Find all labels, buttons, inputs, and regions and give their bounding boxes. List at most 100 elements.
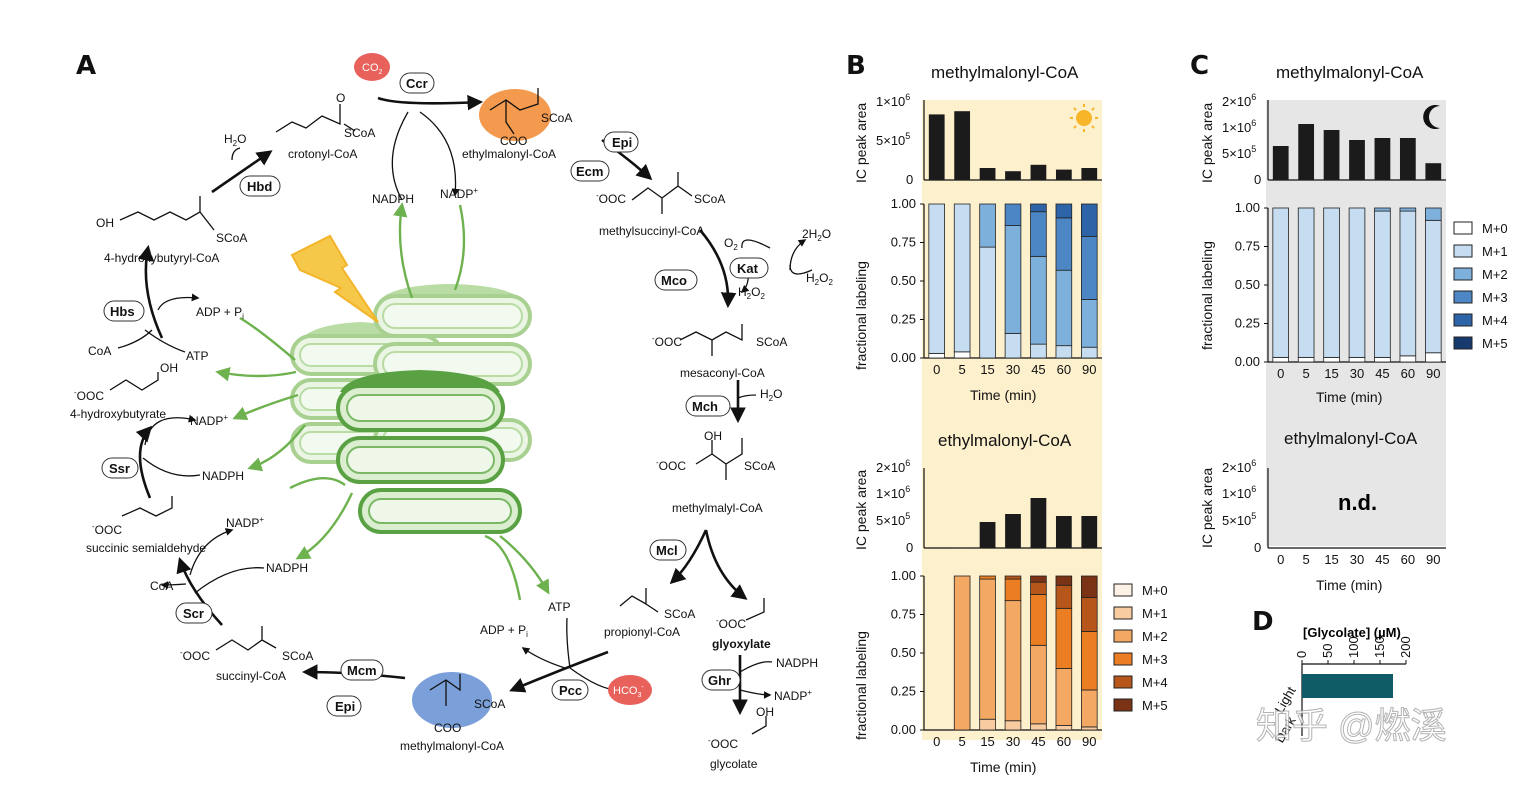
c-mm-fl-seg-15-M+0 [1323,356,1340,363]
c-ethylmalonyl-title: ethylmalonyl-CoA [1284,429,1418,448]
svg-text:ADP + Pi: ADP + Pi [196,305,244,321]
c-mm-fl-seg-45-M+2 [1374,207,1391,212]
b-em-fl-seg-30-M+1 [1004,720,1022,731]
enzyme-epi-top: Epi [612,135,632,150]
svg-text:OH: OH [96,216,114,230]
d-tick-label: 100 [1346,636,1361,658]
b-mm-fl-seg-5-M+0 [953,351,971,359]
co2-badge: CO2 [354,53,390,81]
svg-text:SCoA: SCoA [282,649,313,663]
panel-label-a: A [76,51,96,81]
c-mm-fl-xtick-label: 45 [1375,366,1389,381]
svg-text:NADP+: NADP+ [774,688,812,703]
label-methylmalyl: methylmalyl-CoA [672,501,763,515]
legend-blue-label-M+1: M+1 [1482,244,1508,259]
b-em-fl-seg-45-M+1 [1030,723,1047,731]
svg-text:-OOC: -OOC [74,388,104,403]
label-propionyl: propionyl-CoA [604,625,680,639]
label-succinic-semialdehyde: succinic semialdehyde [86,541,206,555]
svg-text:O2: O2 [724,236,738,252]
svg-text:SCoA: SCoA [694,192,725,206]
b-mm-fl-xtick-label: 5 [959,362,966,377]
legend-blue-label-M+3: M+3 [1482,290,1508,305]
ethylmalonyl-highlight [479,89,551,141]
enzyme-mch: Mch [692,399,718,414]
legend-orange-label-M+1: M+1 [1142,606,1168,621]
c-mm-fl-seg-90-M+0 [1425,352,1442,363]
enzyme-ccr: Ccr [406,76,428,91]
b-em-fl-seg-90-M+2 [1081,689,1098,728]
enzyme-kat: Kat [737,261,759,276]
svg-text:2×106: 2×106 [1222,458,1256,475]
thylakoid-stack [290,284,532,534]
svg-text:H2O2: H2O2 [738,285,765,301]
svg-text:ADP + Pi: ADP + Pi [480,623,528,639]
svg-text:NADP+: NADP+ [190,413,228,428]
b-mm-ic-bar-15 [979,168,996,180]
c-mm-fl-xtick-label: 15 [1324,366,1338,381]
b-em-fl-seg-45-M+3 [1030,594,1047,646]
b-mm-fl-ytick-label: 0.75 [891,235,916,250]
enzyme-mco: Mco [661,273,687,288]
c-em-ic-xtick-label: 60 [1401,552,1415,567]
svg-text:O: O [336,91,345,105]
d-bar-light [1302,674,1393,698]
c-mm-fl-seg-90-M+1 [1425,219,1442,354]
label-4-hydroxybutyrate: 4-hydroxybutyrate [70,407,166,421]
enzyme-epi-bottom: Epi [335,699,355,714]
label-methylmalonyl: methylmalonyl-CoA [400,739,504,753]
c-mm-fl-xtick-label: 5 [1303,366,1310,381]
legend-blue-label-M+4: M+4 [1482,313,1508,328]
c-em-ic-xtick-label: 15 [1324,552,1338,567]
sun-icon [1070,104,1098,132]
b-mm-fl-seg-5-M+1 [953,203,971,353]
svg-text:SCoA: SCoA [474,697,505,711]
legend-blue-swatch-M+5 [1453,336,1473,350]
c-mm-fl-seg-45-M+1 [1374,210,1391,358]
c-mm-fl-seg-0-M+0 [1272,356,1289,363]
svg-text:H2O: H2O [224,132,246,148]
panel-label-c: C [1190,51,1209,81]
b-xlabel-1: Time (min) [970,387,1036,403]
b-mm-fl-seg-60-M+4 [1055,203,1073,219]
b-mm-fl-seg-45-M+2 [1030,255,1047,345]
reaction-arrows [117,94,813,716]
svg-text:-OOC: -OOC [708,736,738,751]
b-mm-fl-xtick-label: 0 [933,362,940,377]
svg-text:-OOC: -OOC [652,334,682,349]
c-mm-fl-seg-90-M+2 [1425,207,1442,221]
b-mm-fl-seg-0-M+1 [928,203,945,354]
b-mm-ic-bar-45 [1030,164,1047,180]
svg-text:-OOC: -OOC [656,458,686,473]
b-em-fl-seg-60-M+1 [1055,724,1073,731]
c-ic-ylabel-1: IC peak area [1199,103,1215,183]
b-em-ic-bar-90 [1081,516,1098,548]
svg-text:SCoA: SCoA [744,459,775,473]
b-mm-fl-seg-90-M+4 [1081,203,1098,237]
svg-text:NADPH: NADPH [266,561,308,575]
c-fl-ylabel: fractional labeling [1199,241,1215,350]
b-ic-ticks-1: 0 5×105 1×106 [876,92,913,187]
c-ic-ylabel-2: IC peak area [1199,468,1215,548]
legend-orange-label-M+3: M+3 [1142,652,1168,667]
svg-text:1×106: 1×106 [1222,484,1256,501]
b-em-fl-ytick-label: 0.25 [891,684,916,699]
enzyme-mcl: Mcl [656,543,678,558]
c-mm-ic-bar-5 [1298,124,1315,180]
c-mm-fl-seg-5-M+0 [1297,356,1315,363]
glycolate-title: [Glycolate] (µM) [1303,625,1401,640]
b-mm-fl-ytick-label: 0.00 [891,350,916,365]
b-em-fl-seg-90-M+4 [1081,597,1098,632]
legend-orange-swatch-M+1 [1113,606,1133,620]
b-em-fl-ytick-label: 0.00 [891,722,916,737]
b-em-fl-seg-60-M+5 [1055,575,1073,586]
c-mm-fl-xtick-label: 90 [1426,366,1440,381]
c-mm-ic-bar-15 [1323,130,1340,180]
svg-text:1×106: 1×106 [876,484,910,501]
b-ic-ylabel-2: IC peak area [853,470,869,550]
b-mm-fl-xtick-label: 60 [1057,362,1071,377]
svg-text:H2O2: H2O2 [806,271,833,287]
c-mm-fl-xtick-label: 0 [1277,366,1284,381]
legend-blue-label-M+2: M+2 [1482,267,1508,282]
svg-text:-OOC: -OOC [596,191,626,206]
